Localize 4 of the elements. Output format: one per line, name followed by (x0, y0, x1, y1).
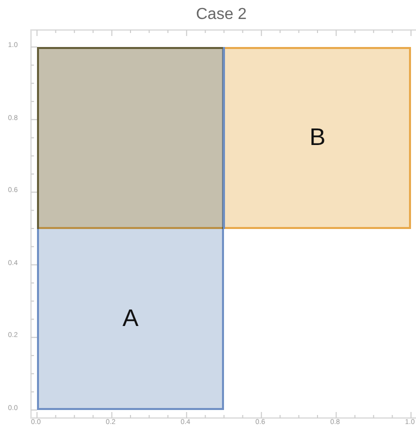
shaded-rectangle (37, 47, 411, 228)
chart-title: Case 2 (196, 6, 247, 24)
region-label: B (310, 124, 326, 152)
region-label: A (122, 305, 139, 334)
